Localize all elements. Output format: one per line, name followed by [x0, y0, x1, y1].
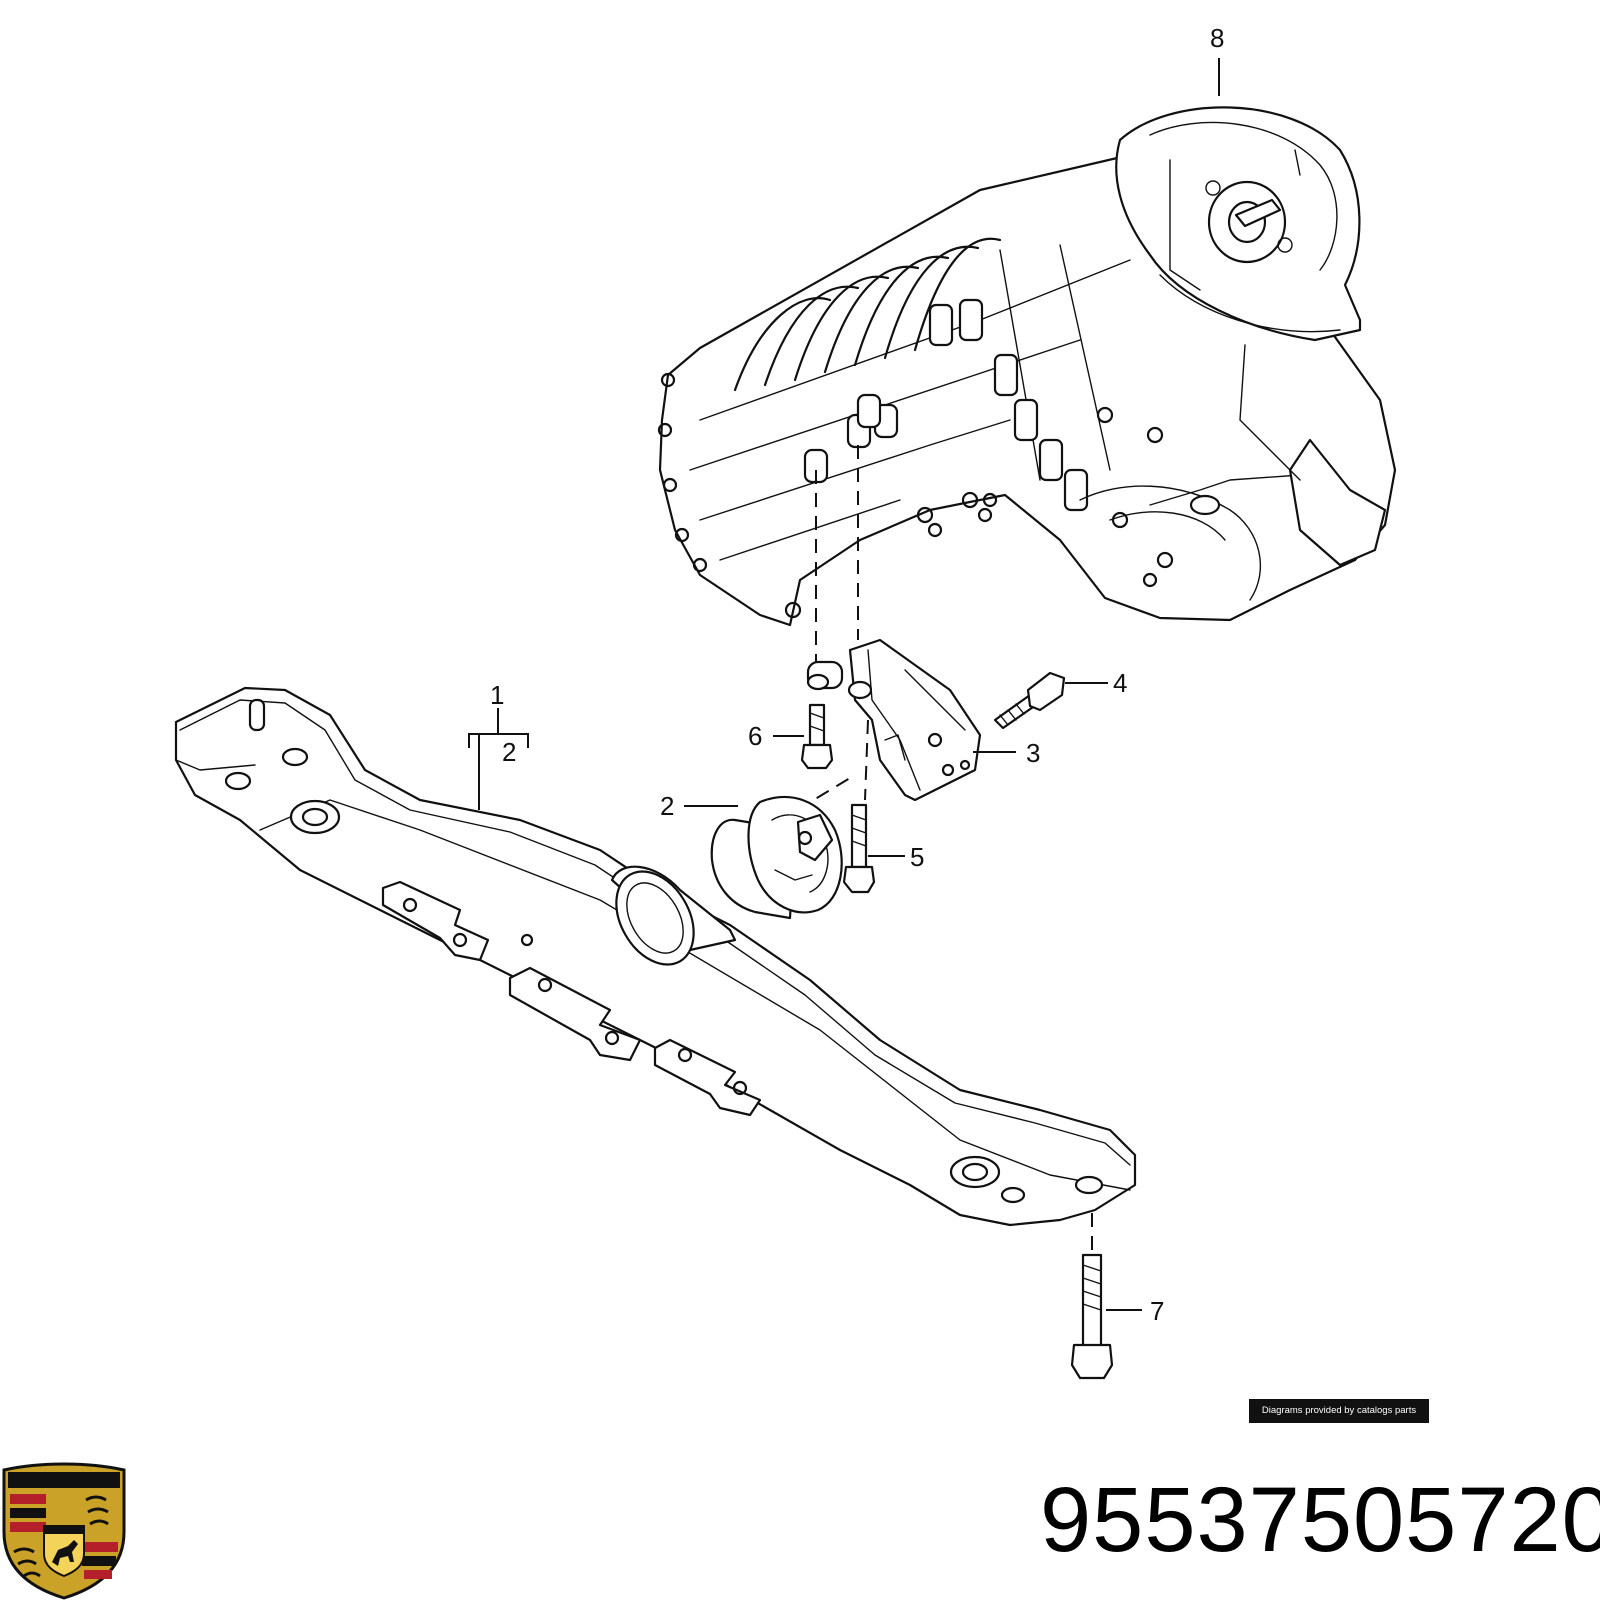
callout-2: 2: [660, 791, 674, 821]
callout-leaders: [468, 58, 1220, 1311]
part-number: 95537505720: [1040, 1469, 1600, 1571]
callout-6: 6: [748, 721, 762, 751]
bolt-7-illustration: [1070, 1253, 1114, 1380]
porsche-crest-logo: [0, 1462, 128, 1600]
callout-8: 8: [1210, 23, 1224, 53]
callout-5: 5: [910, 842, 924, 872]
callout-1: 1: [490, 680, 504, 710]
mount-illustration: [710, 795, 843, 920]
callout-3: 3: [1026, 738, 1040, 768]
bolt-6-illustration: [800, 703, 834, 770]
bolt-5-illustration: [842, 803, 876, 894]
attribution-banner: Diagrams provided by catalogs parts: [1249, 1399, 1429, 1423]
callout-2-bracket: 2: [502, 737, 516, 767]
transmission-illustration: [657, 106, 1397, 627]
bracket-illustration: [806, 638, 982, 802]
callout-labels: 8 1 2 2 4 3 5 6 7: [490, 23, 1224, 1326]
bolt-4-illustration: [993, 671, 1066, 730]
crossmember-illustration: [174, 686, 1137, 1227]
callout-7: 7: [1150, 1296, 1164, 1326]
callout-4: 4: [1113, 668, 1127, 698]
